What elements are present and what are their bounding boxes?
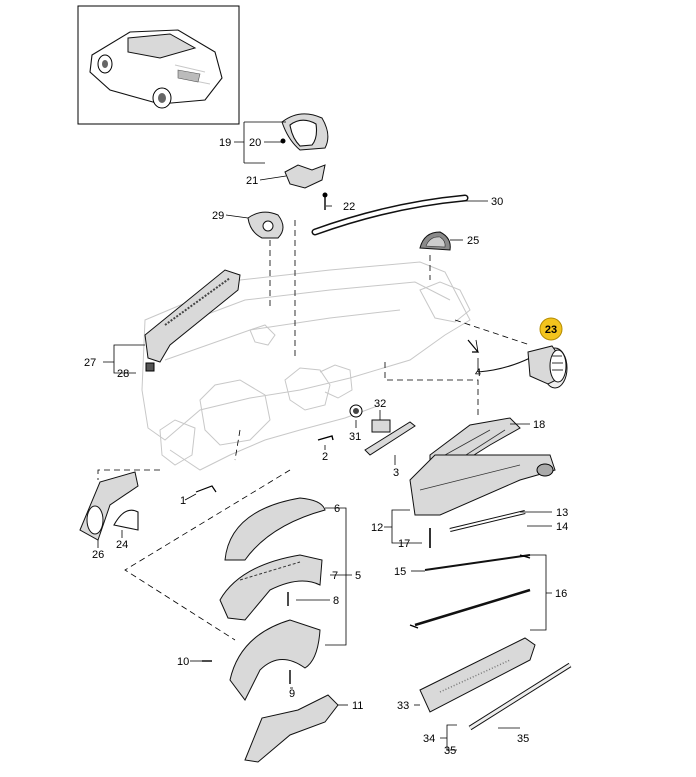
rod-16 [414,588,531,627]
callout-labels: 1 2 3 4 5 6 7 8 9 10 11 12 13 14 15 16 1… [84,137,568,757]
callout-4: 4 [475,367,481,379]
callout-22: 22 [343,201,355,213]
callout-27: 27 [84,357,96,369]
air-vent-23 [477,345,568,389]
callout-15: 15 [394,566,406,578]
clip-1 [195,485,217,493]
cowl-bracket [284,164,326,189]
callout-20: 20 [249,137,261,149]
switch-32 [371,419,391,433]
callout-23: 23 [545,324,557,336]
callout-28: 28 [117,368,129,380]
vehicle-thumbnail [77,5,240,125]
callout-33: 33 [397,700,409,712]
side-vent-26 [79,471,139,541]
callout-8: 8 [333,595,339,607]
callout-9: 9 [289,688,295,700]
callout-14: 14 [556,521,568,533]
callout-25: 25 [467,235,479,247]
callout-6: 6 [334,503,340,515]
knob-31 [349,404,363,418]
clip-2 [317,435,334,441]
callout-18: 18 [533,419,545,431]
callout-12: 12 [371,522,383,534]
callout-16: 16 [555,588,567,600]
callout-34: 34 [423,733,435,745]
callout-1: 1 [180,495,186,507]
middle-shell-7 [219,554,323,621]
callout-5: 5 [355,570,361,582]
callout-32: 32 [374,398,386,410]
callout-24: 24 [116,539,128,551]
callout-17: 17 [398,538,410,550]
callout-30: 30 [491,196,503,208]
callout-11: 11 [352,700,363,712]
upper-shell-6 [224,497,326,561]
callout-10: 10 [177,656,189,668]
callout-23-highlight[interactable]: 23 [539,317,563,341]
callout-2: 2 [322,451,328,463]
lower-shell [229,619,321,701]
assembly-lines [97,220,531,641]
callout-31: 31 [349,431,361,443]
flap-24 [113,509,139,531]
callout-35-b: 35 [517,733,529,745]
leader-lines [97,121,552,751]
rod-15 [424,554,531,571]
callout-3: 3 [393,467,399,479]
callout-26: 26 [92,549,104,561]
dashboard-carrier [141,261,471,471]
callout-35-a: 35 [444,745,456,757]
lower-bracket-11 [244,694,339,763]
callout-29: 29 [212,210,224,222]
callout-21: 21 [246,175,258,187]
trim-strip-30 [311,194,469,236]
defroster-vent [144,269,241,363]
callout-19: 19 [219,137,231,149]
trim-panel-33 [419,637,536,713]
glovebox-frame-12 [409,454,556,516]
callout-13: 13 [556,507,568,519]
bracket-3 [364,421,416,456]
callout-7: 7 [332,570,338,582]
screw-22 [322,192,328,210]
